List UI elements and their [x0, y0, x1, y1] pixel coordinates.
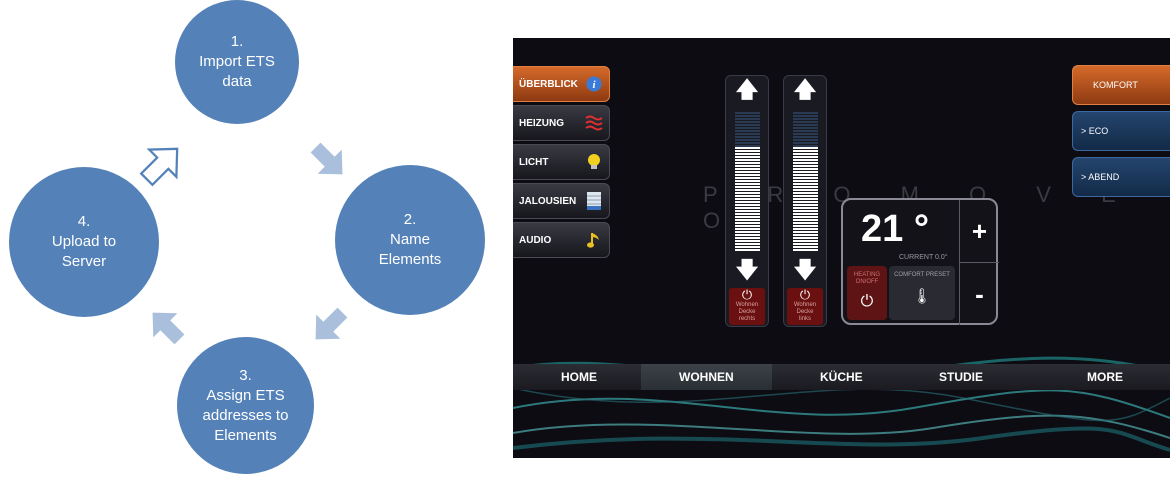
menu-label: HEIZUNG — [519, 117, 564, 129]
step-text-line: Elements — [378, 251, 442, 268]
dimmer-slider-rechts[interactable]: 🡅 🡇 ⏻ Wohnen Decke rechts — [725, 75, 769, 327]
temperature-increase-button[interactable]: + — [959, 200, 999, 262]
power-label-line: Wohnen — [735, 302, 759, 308]
menu-licht[interactable]: LICHT — [513, 144, 610, 180]
home-automation-panel: P R O M O V E O ÜBERBLICK i HEIZUNG LICH… — [513, 38, 1170, 458]
arrow-down-icon[interactable]: 🡇 — [793, 257, 817, 282]
nav-kueche[interactable]: KÜCHE — [820, 370, 863, 384]
arrow-3-to-4-icon — [152, 312, 185, 345]
power-button[interactable]: ⏻ Wohnen Decke rechts — [729, 288, 765, 325]
menu-label: ÜBERBLICK — [519, 78, 578, 90]
comfort-preset-button[interactable]: COMFORT PRESET 🌡 — [889, 266, 955, 320]
power-icon: ⏻ — [741, 287, 753, 302]
temperature-decrease-button[interactable]: - — [959, 262, 999, 325]
thermostat-widget: 21 ° CURRENT 0.0° + - HEATING ON/OFF ⏻ C… — [841, 198, 999, 325]
power-icon: ⏻ — [799, 287, 811, 302]
arrow-up-icon[interactable]: 🡅 — [793, 77, 817, 102]
heating-toggle-button[interactable]: HEATING ON/OFF ⏻ — [847, 266, 887, 320]
power-button[interactable]: ⏻ Wohnen Decke links — [787, 288, 823, 325]
step-name-elements: 2. Name Elements — [335, 165, 485, 315]
dimmer-track[interactable] — [793, 112, 818, 252]
menu-label: LICHT — [519, 156, 549, 168]
step-text-line: data — [222, 73, 252, 90]
power-label-line: Decke — [796, 309, 814, 315]
ets-cycle-diagram: 1. Import ETS data 2. Name Elements 3. A… — [0, 0, 500, 480]
menu-audio[interactable]: AUDIO — [513, 222, 610, 258]
step-upload-to-server: 4. Upload to Server — [9, 167, 159, 317]
music-note-icon — [585, 231, 603, 249]
arrow-1-to-2-icon — [310, 142, 343, 175]
dimmer-track[interactable] — [735, 112, 760, 252]
menu-heizung[interactable]: HEIZUNG — [513, 105, 610, 141]
step-number: 2. — [403, 211, 417, 228]
nav-home[interactable]: HOME — [561, 370, 597, 384]
nav-studie[interactable]: STUDIE — [939, 370, 984, 384]
thermometer-icon: 🌡 — [912, 288, 932, 305]
preset-label: COMFORT PRESET — [894, 272, 950, 278]
step-import-ets-data: 1. Import ETS data — [175, 0, 299, 124]
wave-background — [513, 356, 1170, 452]
svg-text:i: i — [592, 79, 596, 91]
bulb-icon — [585, 153, 603, 171]
temperature-setpoint: 21 ° — [861, 208, 930, 250]
arrow-down-icon[interactable]: 🡇 — [735, 257, 759, 282]
power-label-line: rechts — [738, 316, 756, 322]
step-text-line: Name — [389, 231, 430, 248]
menu-jalousien[interactable]: JALOUSIEN — [513, 183, 610, 219]
step-assign-ets-addresses: 3. Assign ETS addresses to Elements — [177, 337, 314, 474]
menu-label: JALOUSIEN — [519, 195, 577, 207]
power-icon: ⏻ — [860, 293, 874, 310]
preset-komfort[interactable]: KOMFORT — [1072, 65, 1170, 105]
step-text-line: Server — [61, 253, 107, 270]
info-icon: i — [585, 75, 603, 93]
step-text-line: Assign ETS — [206, 386, 285, 404]
step-text-line: Import ETS — [199, 53, 275, 70]
power-label-line: Wohnen — [793, 302, 817, 308]
blinds-icon — [585, 192, 603, 210]
dimmer-level-fill — [735, 147, 760, 252]
arrow-2-to-3-icon — [315, 307, 348, 340]
step-number: 4. — [77, 213, 91, 230]
nav-wohnen[interactable]: WOHNEN — [641, 364, 772, 390]
dimmer-level-fill — [793, 147, 818, 252]
arrow-4-to-1-icon — [139, 147, 179, 187]
power-label-line: Decke — [738, 309, 756, 315]
arrow-up-icon[interactable]: 🡅 — [735, 77, 759, 102]
dimmer-empty — [735, 112, 760, 147]
current-temperature: CURRENT 0.0° — [899, 254, 948, 261]
heating-label: HEATING ON/OFF — [853, 272, 881, 285]
menu-ueberblick[interactable]: ÜBERBLICK i — [513, 66, 610, 102]
dimmer-slider-links[interactable]: 🡅 🡇 ⏻ Wohnen Decke links — [783, 75, 827, 327]
dimmer-empty — [793, 112, 818, 147]
step-number: 3. — [239, 366, 252, 384]
nav-more[interactable]: MORE — [1087, 370, 1123, 384]
step-text-line: Elements — [214, 426, 277, 444]
step-number: 1. — [230, 33, 244, 50]
menu-label: AUDIO — [519, 234, 552, 246]
step-text-line: Upload to — [51, 233, 117, 250]
room-nav-bar: HOME WOHNEN KÜCHE STUDIE MORE — [513, 364, 1170, 390]
power-label-line: links — [798, 316, 811, 322]
heating-icon — [585, 114, 603, 132]
preset-abend[interactable]: > ABEND — [1072, 157, 1170, 197]
preset-eco[interactable]: > ECO — [1072, 111, 1170, 151]
step-text-line: addresses to — [202, 406, 289, 424]
